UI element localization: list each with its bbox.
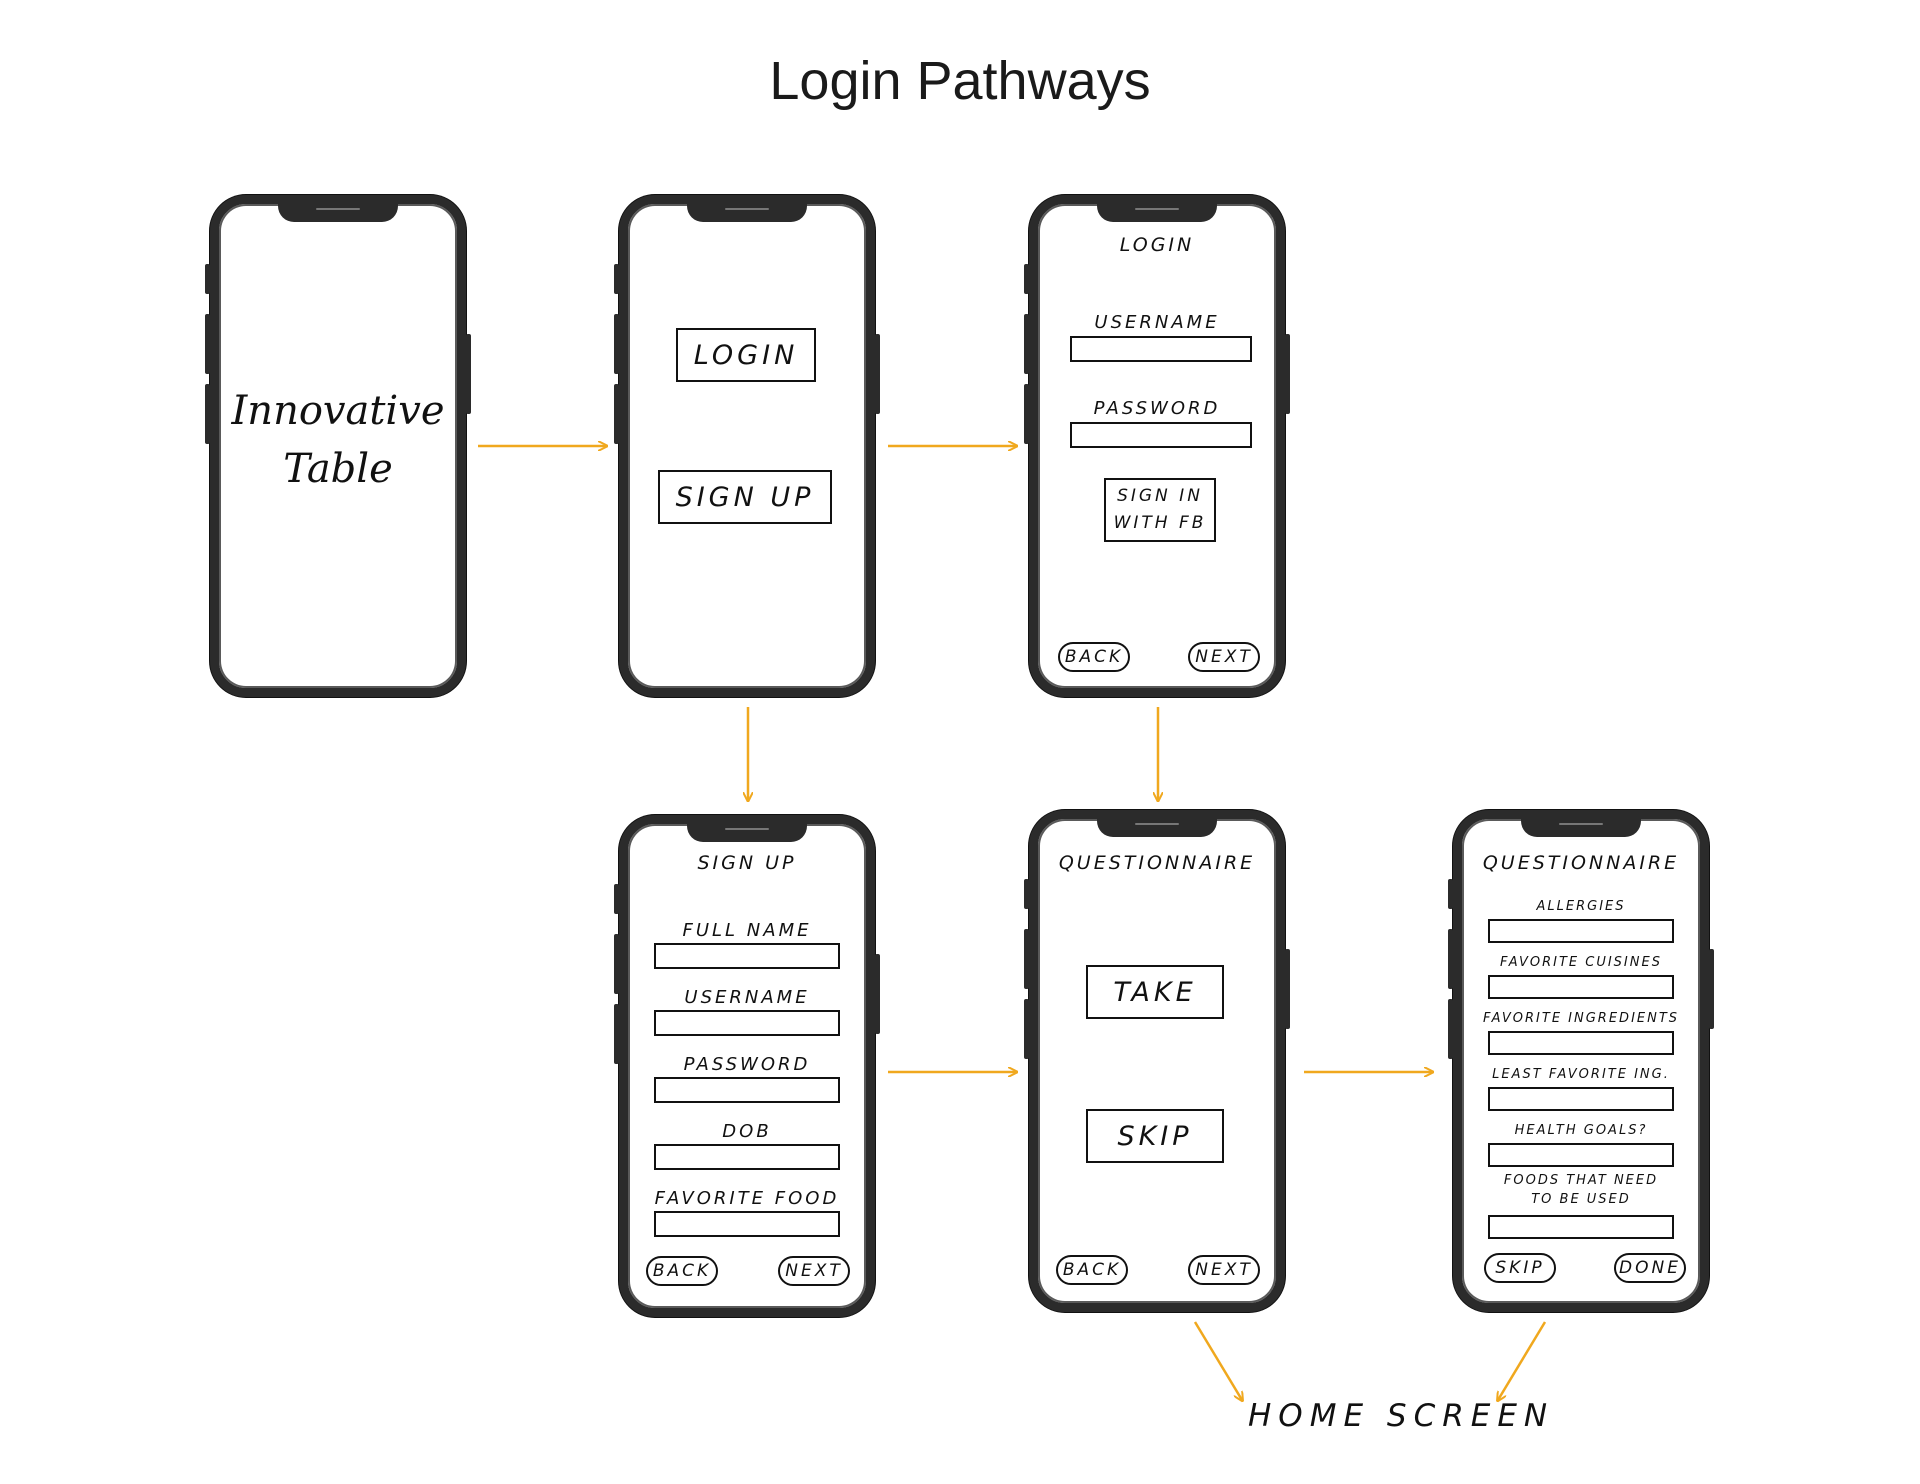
phone-notch — [687, 822, 807, 842]
phone-questionnaire-form: QUESTIONNAIRE ALLERGIES FAVORITE CUISINE… — [1448, 810, 1714, 1312]
phone-login: LOGIN USERNAME PASSWORD SIGN IN WITH FB … — [1024, 195, 1290, 697]
health-goals-field[interactable] — [1488, 1143, 1674, 1167]
arrow-questionnaire-to-home — [1193, 1321, 1242, 1400]
password-label: PASSWORD — [1093, 398, 1221, 419]
brand-line-2: Table — [283, 446, 393, 492]
full-name-field[interactable] — [654, 943, 840, 969]
allergies-label: ALLERGIES — [1536, 899, 1626, 914]
foods-to-use-label-line-2: TO BE USED — [1531, 1192, 1631, 1207]
username-field[interactable] — [1070, 336, 1252, 362]
home-screen-label: HOME SCREEN — [1248, 1398, 1555, 1434]
least-favorite-ing-label: LEAST FAVORITE ING. — [1492, 1067, 1670, 1082]
foods-to-use-label-line-1: FOODS THAT NEED — [1503, 1173, 1659, 1188]
brand-line-1: Innovative — [231, 388, 445, 434]
skip-button[interactable]: SKIP — [1484, 1253, 1556, 1283]
phone-notch — [278, 202, 398, 222]
phone-choose: LOGIN SIGN UP — [614, 195, 880, 697]
back-button[interactable]: BACK — [646, 1256, 718, 1286]
least-favorite-ing-field[interactable] — [1488, 1087, 1674, 1111]
phone-notch — [1097, 202, 1217, 222]
sign-in-with-fb-button[interactable]: SIGN IN WITH FB — [1104, 478, 1216, 542]
phone-notch — [1097, 817, 1217, 837]
page-title: Login Pathways — [769, 51, 1151, 111]
phone-splash: Innovative Table — [205, 195, 471, 697]
take-button[interactable]: TAKE — [1086, 965, 1224, 1019]
username-field[interactable] — [654, 1010, 840, 1036]
allergies-field[interactable] — [1488, 919, 1674, 943]
arrow-form-to-home — [1498, 1321, 1547, 1400]
fb-line-2: WITH FB — [1113, 513, 1207, 533]
favorite-food-field[interactable] — [654, 1211, 840, 1237]
fb-line-1: SIGN IN — [1117, 486, 1203, 506]
username-label: USERNAME — [684, 987, 810, 1008]
screen-title: QUESTIONNAIRE — [1482, 852, 1680, 874]
dob-label: DOB — [722, 1121, 772, 1142]
password-field[interactable] — [654, 1077, 840, 1103]
username-label: USERNAME — [1094, 312, 1220, 333]
phone-signup: SIGN UP FULL NAME USERNAME PASSWORD DOB … — [614, 815, 880, 1317]
full-name-label: FULL NAME — [682, 920, 812, 941]
screen-title: SIGN UP — [697, 852, 797, 874]
favorite-cuisines-label: FAVORITE CUISINES — [1500, 955, 1662, 970]
dob-field[interactable] — [654, 1144, 840, 1170]
back-button[interactable]: BACK — [1056, 1255, 1128, 1285]
screen-title: LOGIN — [1119, 234, 1195, 256]
sign-up-button[interactable]: SIGN UP — [658, 470, 832, 524]
screen-title: QUESTIONNAIRE — [1058, 852, 1256, 874]
favorite-cuisines-field[interactable] — [1488, 975, 1674, 999]
skip-button[interactable]: SKIP — [1086, 1109, 1224, 1163]
next-button[interactable]: NEXT — [1188, 642, 1260, 672]
login-button[interactable]: LOGIN — [676, 328, 816, 382]
favorite-ingredients-field[interactable] — [1488, 1031, 1674, 1055]
next-button[interactable]: NEXT — [778, 1256, 850, 1286]
favorite-food-label: FAVORITE FOOD — [654, 1188, 840, 1209]
phone-questionnaire-choice: QUESTIONNAIRE TAKE SKIP BACK NEXT — [1024, 810, 1290, 1312]
phone-notch — [1521, 817, 1641, 837]
done-button[interactable]: DONE — [1614, 1253, 1686, 1283]
foods-to-use-field[interactable] — [1488, 1215, 1674, 1239]
phone-notch — [687, 202, 807, 222]
password-label: PASSWORD — [683, 1054, 811, 1075]
back-button[interactable]: BACK — [1058, 642, 1130, 672]
favorite-ingredients-label: FAVORITE INGREDIENTS — [1482, 1011, 1680, 1026]
next-button[interactable]: NEXT — [1188, 1255, 1260, 1285]
health-goals-label: HEALTH GOALS? — [1514, 1123, 1648, 1138]
password-field[interactable] — [1070, 422, 1252, 448]
